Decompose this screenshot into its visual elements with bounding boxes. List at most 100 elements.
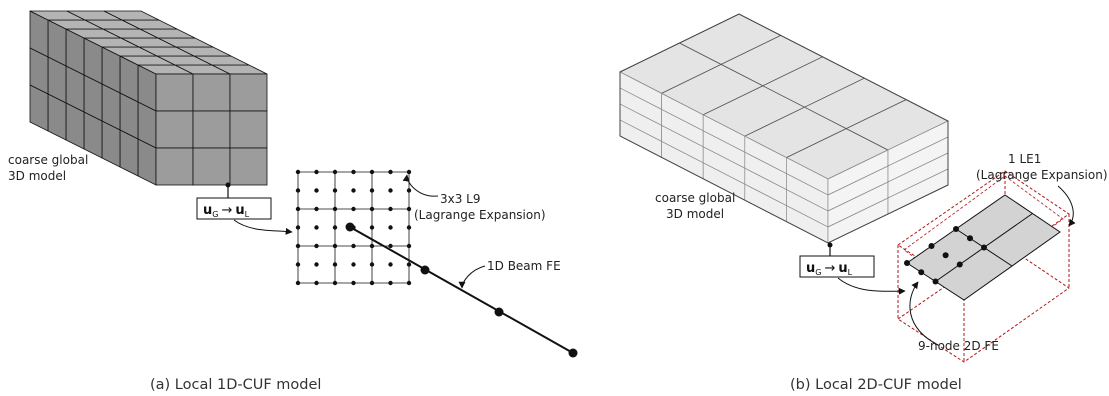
l9-node: [314, 169, 319, 175]
l9-node: [369, 225, 375, 230]
cube-front-cell: [155, 147, 194, 186]
lagrange-le1-plate: [897, 170, 1070, 363]
cube-front-cell: [229, 147, 268, 186]
fe-node: [918, 269, 925, 276]
l9-node: [388, 206, 393, 212]
model-label-b-line1: coarse global: [655, 191, 735, 205]
beam-label: 1D Beam FE: [487, 259, 561, 273]
map-u2-b: u: [838, 261, 847, 276]
l9-node: [314, 225, 319, 230]
l9-node: [406, 169, 412, 175]
cube-front-cell: [229, 73, 268, 112]
beam-1d: [345, 222, 578, 358]
expansion-label-b-line2: (Lagrange Expansion): [976, 168, 1108, 182]
fe-node: [928, 243, 935, 249]
expansion-arrow-a: [402, 174, 439, 197]
l9-node: [388, 169, 393, 175]
l9-node: [388, 262, 393, 267]
cube-front-cell: [192, 147, 231, 186]
beam-node-3: [494, 307, 504, 317]
panel-b: coarse global 3D model uG→uL 1 LE1 (Lagr…: [619, 13, 1108, 393]
l9-node: [332, 280, 338, 286]
l9-node: [351, 243, 356, 249]
l9-node: [369, 188, 375, 193]
l9-node: [332, 188, 338, 193]
coarse-global-3d-model-b: [619, 13, 949, 244]
model-label-a-line2: 3D model: [8, 169, 66, 183]
l9-node: [314, 280, 319, 286]
l9-node: [351, 188, 356, 193]
l9-node: [388, 280, 393, 286]
map-arrow-b: →: [824, 261, 835, 276]
cube-front-cell: [192, 110, 231, 149]
l9-node: [369, 243, 375, 249]
element-arrow-b: [909, 281, 939, 346]
map-arrow-a: →: [221, 203, 232, 218]
model-label-a-line1: coarse global: [8, 153, 88, 167]
l9-node: [369, 169, 375, 175]
caption-a: (a) Local 1D-CUF model: [150, 377, 321, 393]
l9-node: [295, 262, 301, 267]
l9-node: [388, 188, 393, 193]
svg-text:uG→uL: uG→uL: [806, 261, 853, 277]
fe-node: [904, 260, 910, 266]
l9-node: [314, 262, 319, 267]
l9-node: [295, 225, 301, 230]
l9-node: [406, 206, 412, 212]
beam-node-4: [568, 348, 578, 358]
map-arrow-line-b: [837, 277, 906, 295]
l9-node: [295, 169, 301, 175]
map-u-a: u: [203, 203, 212, 218]
l9-node: [332, 262, 338, 267]
map-arrow-line-a: [233, 219, 293, 235]
cube-side-cell: [29, 84, 49, 132]
lagrange-l9-grid: [295, 169, 412, 286]
l9-node: [295, 206, 301, 212]
cube-front-cell: [155, 73, 194, 112]
cube-front-cell: [192, 73, 231, 112]
l9-node: [351, 206, 356, 212]
l9-node: [388, 243, 393, 249]
l9-node: [295, 280, 301, 286]
fe-node: [967, 235, 973, 242]
beam-node-2: [420, 265, 430, 275]
fe-node: [981, 244, 987, 251]
svg-text:uG→uL: uG→uL: [203, 203, 250, 219]
map-connector-a: [225, 182, 231, 198]
l9-node: [314, 188, 319, 193]
l9-node: [388, 225, 393, 230]
expansion-arrow-b: [1057, 185, 1076, 227]
l9-node: [295, 243, 301, 249]
expansion-label-a-line2: (Lagrange Expansion): [414, 208, 546, 222]
map-u2-a: u: [235, 203, 244, 218]
mapping-box-b: uG→uL: [799, 255, 875, 278]
l9-node: [351, 280, 356, 286]
map-u-b: u: [806, 261, 815, 276]
l9-node: [314, 243, 319, 249]
l9-node: [314, 206, 319, 212]
l9-node: [406, 262, 412, 267]
map-connector-b: [827, 242, 833, 256]
mapping-box-a: uG→uL: [196, 197, 272, 220]
fe-node: [942, 252, 949, 259]
l9-node: [369, 280, 375, 286]
l9-node: [332, 243, 338, 249]
cube-front-cell: [229, 110, 268, 149]
slab-outline: [619, 13, 949, 244]
l9-node: [369, 206, 375, 212]
l9-node: [332, 169, 338, 175]
fe-node: [956, 261, 963, 268]
l9-node: [351, 262, 356, 267]
map-to-b: L: [848, 268, 853, 277]
l9-node: [351, 169, 356, 175]
caption-b: (b) Local 2D-CUF model: [790, 377, 962, 393]
expansion-label-b-line1: 1 LE1: [1008, 152, 1041, 166]
l9-node: [295, 188, 301, 193]
map-to-a: L: [245, 210, 250, 219]
l9-node: [369, 262, 375, 267]
map-from-b: G: [815, 268, 821, 277]
expansion-label-a-line1: 3x3 L9: [440, 192, 481, 206]
map-from-a: G: [212, 210, 218, 219]
cube-front-cell: [155, 110, 194, 149]
